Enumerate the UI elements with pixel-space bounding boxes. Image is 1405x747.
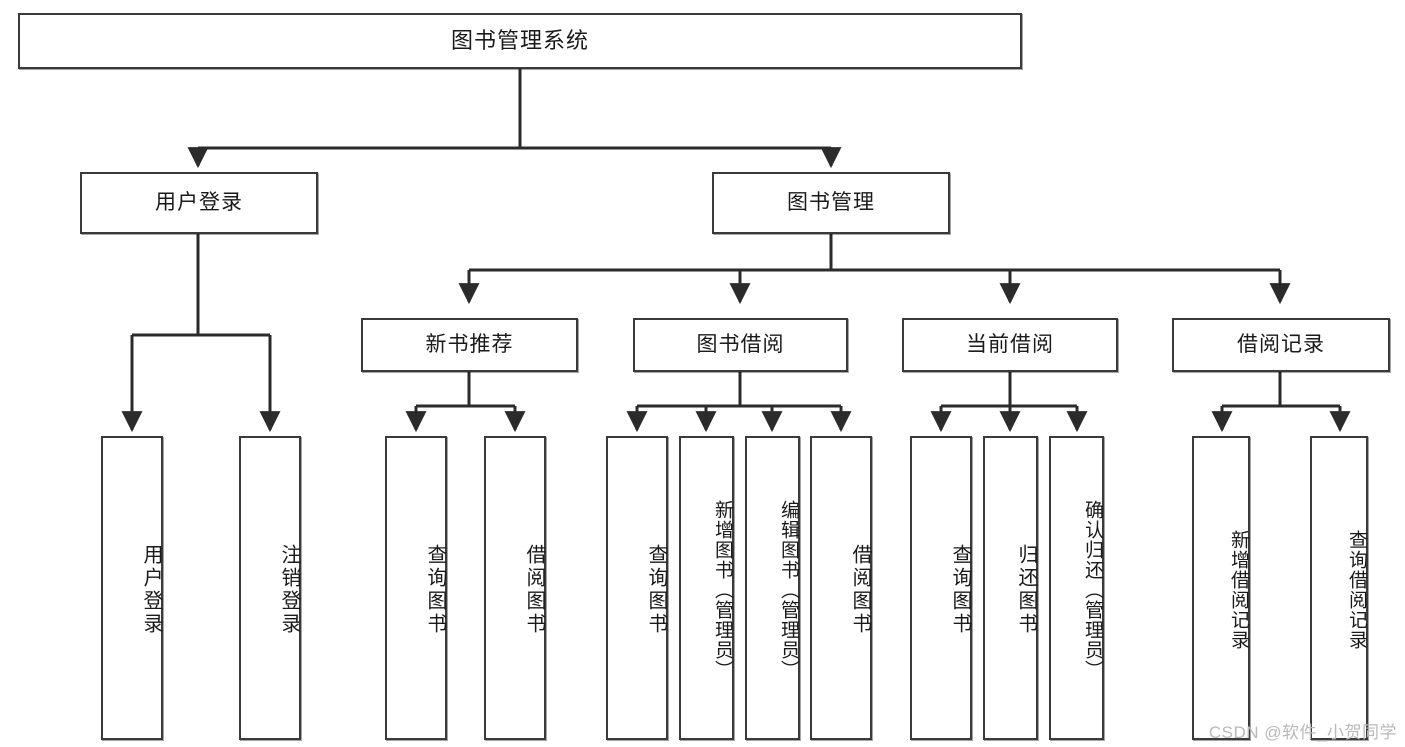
node-label: 查询借阅记录: [1346, 530, 1367, 650]
node-label: 新增图书（管理员）: [712, 500, 733, 680]
node-label: 图书管理系统: [450, 27, 589, 53]
node-label: 查询图书: [424, 544, 446, 636]
leaf-add-book-admin[interactable]: 新增图书（管理员）: [679, 436, 734, 740]
node-label: 新增借阅记录: [1228, 530, 1249, 650]
node-book-borrow[interactable]: 图书借阅: [633, 318, 848, 372]
watermark-text: CSDN @软件_小贺同学: [1208, 723, 1397, 742]
leaf-borrow-book-recommend[interactable]: 借阅图书: [484, 436, 546, 740]
node-label: 注销登录: [278, 544, 300, 636]
node-user-login[interactable]: 用户登录: [80, 172, 318, 234]
node-label: 借阅记录: [1237, 333, 1325, 357]
leaf-return-book[interactable]: 归还图书: [983, 436, 1038, 740]
node-label: 用户登录: [140, 544, 162, 636]
node-book-management[interactable]: 图书管理: [712, 172, 950, 234]
node-borrow-record[interactable]: 借阅记录: [1172, 318, 1390, 372]
node-label: 编辑图书（管理员）: [778, 500, 799, 680]
node-label: 归还图书: [1015, 544, 1037, 636]
leaf-query-book-borrow[interactable]: 查询图书: [606, 436, 668, 740]
leaf-edit-book-admin[interactable]: 编辑图书（管理员）: [745, 436, 800, 740]
node-label: 新书推荐: [425, 333, 514, 357]
node-label: 确认归还（管理员）: [1082, 500, 1103, 680]
node-label: 借阅图书: [849, 544, 871, 636]
leaf-borrow-book[interactable]: 借阅图书: [810, 436, 872, 740]
node-label: 图书借阅: [696, 333, 785, 357]
leaf-add-borrow-record[interactable]: 新增借阅记录: [1192, 436, 1250, 740]
node-label: 查询图书: [949, 544, 971, 636]
node-label: 用户登录: [155, 191, 243, 215]
leaf-query-borrow-record[interactable]: 查询借阅记录: [1310, 436, 1368, 740]
leaf-query-book-recommend[interactable]: 查询图书: [385, 436, 447, 740]
node-current-borrow[interactable]: 当前借阅: [902, 318, 1118, 372]
leaf-query-book-current[interactable]: 查询图书: [910, 436, 972, 740]
node-root-system[interactable]: 图书管理系统: [18, 13, 1022, 69]
leaf-logout-login[interactable]: 注销登录: [239, 436, 301, 740]
node-label: 借阅图书: [523, 544, 545, 636]
leaf-user-login[interactable]: 用户登录: [101, 436, 163, 740]
node-label: 当前借阅: [966, 333, 1054, 357]
leaf-confirm-return-admin[interactable]: 确认归还（管理员）: [1049, 436, 1104, 740]
node-new-book-recommend[interactable]: 新书推荐: [361, 318, 578, 372]
node-label: 图书管理: [787, 191, 875, 215]
node-label: 查询图书: [645, 544, 667, 636]
